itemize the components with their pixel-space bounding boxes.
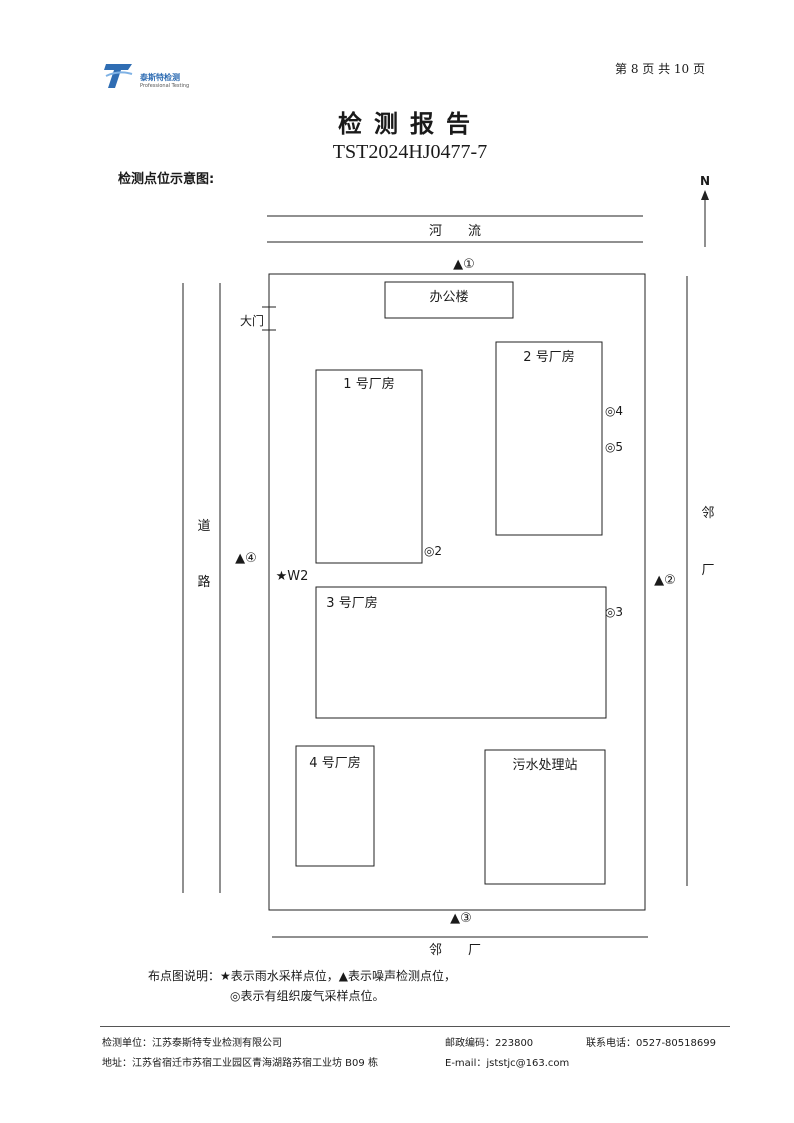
footer-email: E-mail：jststjc@163.com xyxy=(445,1058,570,1069)
plant-4-label: 4 号厂房 xyxy=(309,755,360,771)
river-label: 河 流 xyxy=(429,224,481,239)
north-label: N xyxy=(700,174,710,188)
plant-3-label: 3 号厂房 xyxy=(326,595,377,611)
neighbor-right-label-1: 邻 xyxy=(701,506,714,521)
page-number: 第 8 页 共 10 页 xyxy=(615,62,705,76)
company-logo xyxy=(104,64,133,88)
road-label-1: 道 xyxy=(197,519,210,534)
footer-address: 地址：江苏省宿迁市苏宿工业园区青海湖路苏宿工业坊 B09 栋 xyxy=(102,1058,378,1069)
north-arrow-head xyxy=(701,190,709,200)
site-boundary xyxy=(268,273,646,911)
legend-line-1: 布点图说明：★表示雨水采样点位，▲表示噪声检测点位， xyxy=(148,969,456,983)
footer-phone: 联系电话：0527-80518699 xyxy=(586,1038,716,1049)
footer-unit: 检测单位：江苏泰斯特专业检测有限公司 xyxy=(102,1038,282,1049)
air-point-5: ◎5 xyxy=(605,440,623,454)
office-label: 办公楼 xyxy=(429,290,468,305)
plant-2-label: 2 号厂房 xyxy=(523,349,574,365)
air-point-2: ◎2 xyxy=(424,544,442,558)
noise-point-2: ▲② xyxy=(654,573,676,588)
noise-point-4: ▲④ xyxy=(235,551,257,566)
noise-point-1: ▲① xyxy=(453,257,475,272)
footer-divider xyxy=(100,1026,730,1027)
rain-point-w2: ★W2 xyxy=(276,569,309,584)
plant-3 xyxy=(315,586,607,719)
sewage-station xyxy=(484,749,606,885)
plant-1-label: 1 号厂房 xyxy=(343,376,394,392)
report-title: 检测报告 xyxy=(338,110,482,138)
diagram-caption: 检测点位示意图: xyxy=(118,172,215,187)
neighbor-bottom-label: 邻 厂 xyxy=(429,943,481,958)
sewage-station-label: 污水处理站 xyxy=(512,758,577,773)
report-number: TST2024HJ0477-7 xyxy=(332,141,488,163)
plant-4 xyxy=(295,745,375,867)
noise-point-3: ▲③ xyxy=(450,911,472,926)
neighbor-right-label-2: 厂 xyxy=(701,563,714,578)
legend: 布点图说明：★表示雨水采样点位，▲表示噪声检测点位， ◎表示有组织废气采样点位。 xyxy=(148,966,456,1006)
legend-line-2: ◎表示有组织废气采样点位。 xyxy=(230,989,385,1003)
road-label-2: 路 xyxy=(197,574,210,590)
office-building xyxy=(384,281,514,319)
air-point-3: ◎3 xyxy=(605,605,623,619)
plant-1 xyxy=(315,369,423,564)
logo-text-cn: 泰斯特检测 xyxy=(140,73,180,82)
air-point-4: ◎4 xyxy=(605,404,623,418)
gate-label: 大门 xyxy=(240,313,264,328)
logo-text-en: Professional Testing xyxy=(140,83,190,89)
footer-postcode: 邮政编码：223800 xyxy=(445,1038,534,1049)
plant-2 xyxy=(495,341,603,536)
